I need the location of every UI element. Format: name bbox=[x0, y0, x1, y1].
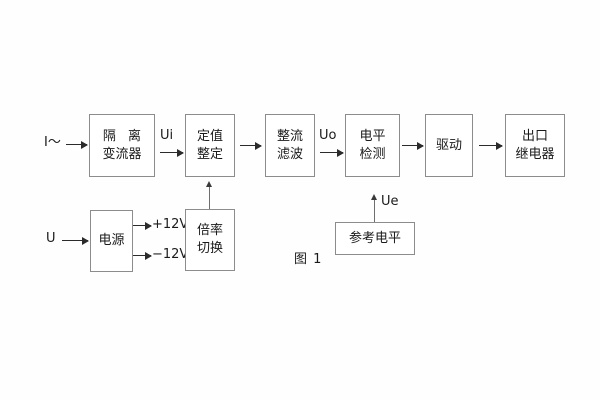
signal-label-uo: Uo bbox=[319, 128, 337, 143]
rail-label-positive: +12V bbox=[152, 217, 189, 232]
block-power-supply: 电源 bbox=[90, 210, 133, 272]
block-level-detection-line-1: 电平 bbox=[359, 128, 386, 144]
signal-label-ui: Ui bbox=[160, 128, 174, 143]
block-power-supply-line-1: 电源 bbox=[98, 233, 125, 249]
block-reference-level-line-1: 参考电平 bbox=[348, 230, 401, 246]
block-setting-value-line-2: 整定 bbox=[196, 146, 223, 162]
arrow-setting-to-rectify bbox=[240, 141, 262, 150]
arrow-drive-to-output-relay bbox=[479, 141, 503, 150]
figure-caption: 图 1 bbox=[294, 252, 323, 267]
arrow-rectify-to-level bbox=[320, 148, 344, 157]
block-multiplier-switch-line-1: 倍率 bbox=[196, 223, 223, 239]
arrow-multiplier-to-setting bbox=[206, 181, 212, 209]
block-setting-value-line-1: 定值 bbox=[196, 128, 223, 144]
arrow-isolation-to-setting bbox=[160, 148, 184, 157]
block-rectify-filter-line-2: 滤波 bbox=[276, 146, 303, 162]
block-output-relay-line-2: 继电器 bbox=[515, 146, 555, 162]
block-multiplier-switch: 倍率 切换 bbox=[185, 209, 235, 271]
block-level-detection-line-2: 检测 bbox=[359, 146, 386, 162]
block-drive-line-1: 驱动 bbox=[435, 137, 462, 153]
arrow-current-to-isolation bbox=[66, 140, 88, 149]
block-drive: 驱动 bbox=[425, 114, 473, 177]
signal-label-ue: Ue bbox=[381, 194, 399, 209]
block-multiplier-switch-line-2: 切换 bbox=[196, 241, 223, 256]
input-label-voltage: U bbox=[46, 231, 56, 246]
block-output-relay-line-1: 出口 bbox=[521, 128, 548, 144]
block-level-detection: 电平 检测 bbox=[345, 114, 400, 177]
arrow-voltage-to-power-supply bbox=[62, 236, 89, 245]
block-rectify-filter-line-1: 整流 bbox=[276, 128, 303, 144]
arrow-rail-negative bbox=[133, 251, 152, 260]
block-isolation-transformer-line-2: 变流器 bbox=[102, 146, 142, 162]
arrow-rail-positive bbox=[133, 221, 152, 230]
block-reference-level: 参考电平 bbox=[335, 222, 415, 255]
arrow-reference-to-level bbox=[371, 194, 377, 222]
arrow-level-to-drive bbox=[402, 141, 424, 150]
block-isolation-transformer-line-1: 隔 离 bbox=[102, 128, 146, 144]
block-isolation-transformer: 隔 离 变流器 bbox=[89, 114, 155, 177]
block-setting-value: 定值 整定 bbox=[185, 114, 235, 177]
rail-label-negative: −12V bbox=[152, 247, 189, 262]
input-label-current: I～ bbox=[44, 135, 61, 150]
block-rectify-filter: 整流 滤波 bbox=[265, 114, 315, 177]
block-output-relay: 出口 继电器 bbox=[505, 114, 565, 177]
